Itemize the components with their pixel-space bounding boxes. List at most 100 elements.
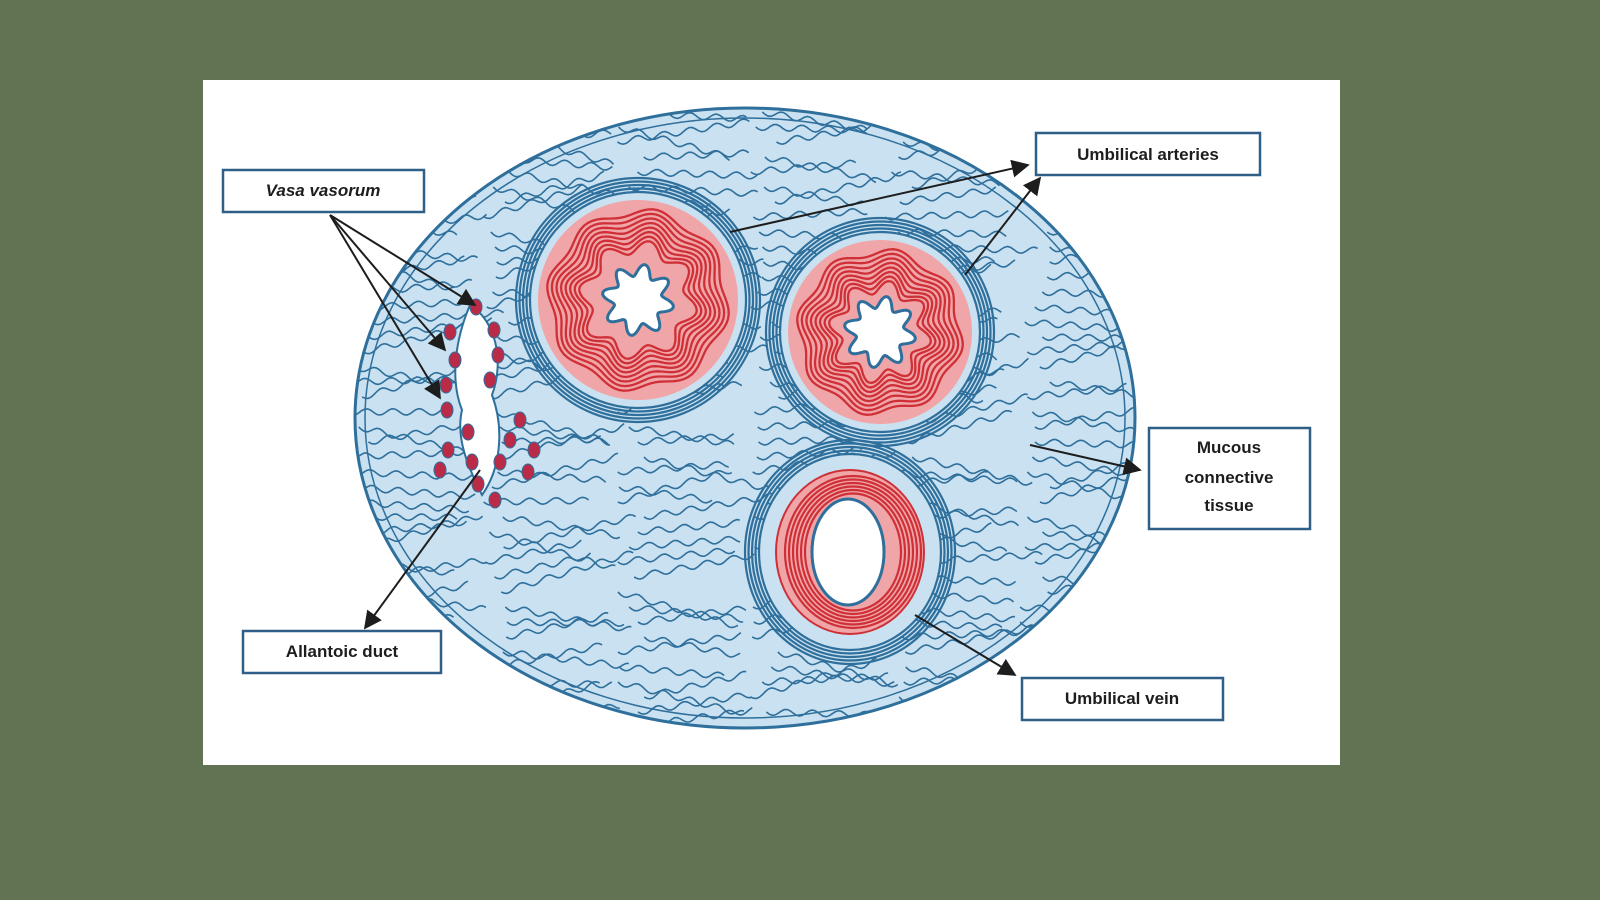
vasa-vasorum-vessel [433,461,447,479]
label-mucous-line3: tissue [1204,496,1253,515]
smooth-muscle-layer [818,270,942,394]
tissue-fiber [765,708,887,719]
tissue-fiber [617,460,729,476]
vein-lumen [810,497,886,607]
smooth-muscle-layer [555,217,721,383]
label-umbilical-vein-text: Umbilical vein [1065,689,1179,708]
adventitia-ring [768,220,992,444]
tissue-fiber [637,433,735,446]
tissue-fiber [637,605,747,626]
smooth-muscle-layer [828,280,932,384]
tissue-fiber [502,650,629,669]
label-umbilical-arteries: Umbilical arteries [1034,131,1262,177]
tissue-fiber [371,297,472,311]
vasa-vasorum-vessel [443,323,457,341]
tissue-fiber [899,186,997,206]
vasa-vasorum-vessel [465,453,479,471]
adventitia-ring [771,223,989,441]
tissue-fiber [355,484,476,500]
vein-muscle-layer [791,481,915,623]
vasa-vasorum-vessel [461,423,475,441]
smooth-muscle-layer [546,208,730,392]
tissue-fiber [497,469,607,483]
tissue-fiber [617,681,745,715]
umbilical-artery-right [764,216,996,448]
tissue-fiber [504,170,605,205]
vasa-vasorum-vessel [527,441,541,459]
arrow-vasa-2 [329,214,447,352]
tissue-fiber [1049,380,1135,403]
tissue-fiber [373,520,468,536]
vasa-vasorum-vessel [448,351,462,369]
label-allantoic-duct: Allantoic duct [241,629,443,675]
tissue-fiber [643,456,771,491]
tissue-fiber [1034,438,1135,450]
artery-lumen [601,263,675,337]
tissue-fiber [496,642,603,670]
smooth-muscle-layer [805,257,955,407]
tissue-fiber [492,186,590,217]
allantoic-duct-region [433,298,541,509]
vasa-vasorum-vessel [483,371,497,389]
tissue-fiber [755,123,868,135]
tissue-fiber [488,531,616,569]
smooth-muscle-layer [800,252,960,412]
vasa-vasorum-vessel [513,411,527,429]
smooth-muscle-layer [796,248,964,416]
arrow-artery-2 [964,176,1042,276]
tissue-fiber [355,468,477,481]
vasa-vasorum-vessel [491,346,505,364]
tissue-fiber [637,692,753,716]
tissue-fiber [1039,462,1135,505]
tissue-fiber [502,516,621,540]
vasa-vasorum-vessel [488,491,502,509]
smooth-muscle-layer [814,266,946,398]
adventitia-ring [514,176,762,424]
tissue-fiber [777,651,899,688]
arrow-vein [914,614,1017,676]
tissue-fiber [500,422,625,460]
tissue-fiber [500,550,634,595]
arrow-artery-1 [729,159,1030,233]
label-vasa-vasorum: Vasa vasorum [221,168,426,214]
tissue-fiber [501,435,602,446]
tissue-fiber [912,501,1020,527]
tissue-fiber [484,539,582,565]
label-allantoic-duct-text: Allantoic duct [286,642,399,661]
tissue-fiber [911,456,1033,486]
tissue-fiber [1041,333,1135,343]
label-vasa-vasorum-text: Vasa vasorum [266,181,381,200]
vasa-vasorum-vessel [440,401,454,419]
adventitia-ring [525,187,751,413]
tissue-fiber [617,591,739,629]
tissue-fiber [628,535,741,551]
umbilical-vein-vessel [743,438,957,666]
tissue-fiber [628,426,735,446]
smooth-muscle-layer [559,221,717,379]
tissue-fiber [1026,471,1130,500]
smooth-muscle-layer [568,230,708,370]
adventitia-ring [775,227,985,437]
tissue-fiber [483,183,584,220]
label-mucous-line1: Mucous [1197,438,1261,457]
tissue-fiber [618,485,713,504]
tissue-fiber [643,636,741,658]
vein-adventitia-ring [747,442,953,662]
tissue-fiber [1026,382,1127,401]
tissue-fiber [643,149,750,161]
arrow-vasa-3 [329,214,441,400]
vein-muscle-layer [803,492,903,612]
tissue-fiber [752,207,868,221]
tissue-fiber [1026,340,1124,356]
tissue-fiber [503,513,636,550]
smooth-muscle-layer [578,240,698,360]
tissue-fiber [617,632,742,656]
vein-adventitia-ring [754,449,946,655]
vein-adventitia-ring [743,438,957,666]
label-mucous-connective-tissue: Mucous connective tissue [1147,426,1312,531]
tissue-fiber [1034,535,1135,565]
tissue-fiber [355,375,460,386]
vein-muscle-layer [795,485,911,619]
tissue-fiber [1031,411,1135,433]
